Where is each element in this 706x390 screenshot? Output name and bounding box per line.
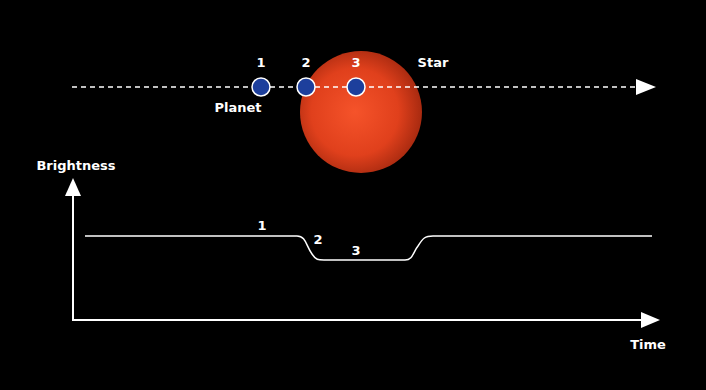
planet-label: Planet [214, 100, 261, 115]
axis-label: Brightness [36, 158, 115, 173]
path-arrowhead [636, 79, 656, 95]
star-label: Star [418, 55, 449, 70]
star [300, 51, 422, 173]
planet [347, 78, 365, 96]
light-curve [85, 236, 652, 260]
x-axis-arrowhead [641, 312, 660, 328]
curve-number: 1 [257, 218, 266, 233]
curve-number: 2 [313, 232, 322, 247]
axis-label: Time [630, 337, 666, 352]
position-number: 3 [351, 55, 360, 70]
planet [297, 78, 315, 96]
x-axis [73, 319, 645, 321]
curve-number: 3 [351, 243, 360, 258]
y-axis [72, 192, 74, 321]
position-number: 2 [301, 55, 310, 70]
y-axis-arrowhead [65, 178, 81, 196]
position-number: 1 [256, 55, 265, 70]
planet [252, 78, 270, 96]
